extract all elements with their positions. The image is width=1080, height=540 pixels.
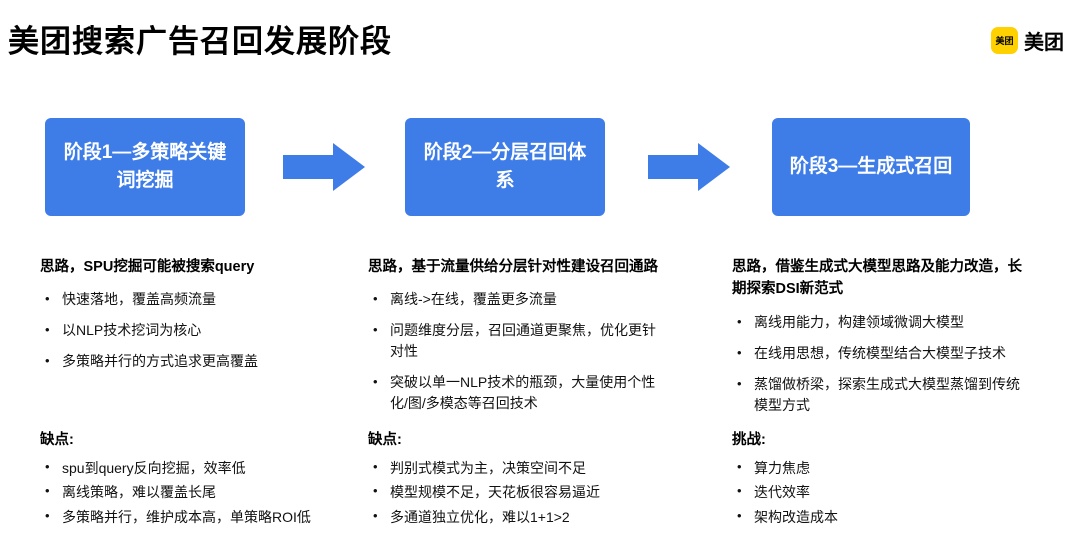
arrow-bar: [283, 155, 333, 179]
intro-text: 思路，借鉴生成式大模型思路及能力改造，长期探索DSI新范式: [732, 259, 1022, 298]
bullet-item: • 多策略并行，维护成本高，单策略ROI低: [40, 507, 316, 527]
arrow-head: [333, 143, 365, 191]
meituan-brand-text: 美团: [1024, 32, 1064, 54]
bullet-item: • 离线用能力，构建领域微调大模型: [732, 312, 1032, 333]
arrow-bar: [648, 155, 698, 179]
bullet-item: • 蒸馏做桥梁，探索生成式大模型蒸馏到传统模型方式: [732, 374, 1032, 416]
stage-2-box: 阶段2—分层召回体系: [405, 118, 605, 216]
bullet-text: 以NLP技术挖词为核心: [62, 322, 202, 339]
bullet-dot-icon: •: [373, 291, 378, 307]
drawbacks-section: 缺点: • spu到query反向挖掘，效率低 • 离线策略，难以覆盖长尾 • …: [40, 428, 316, 531]
bullet-text: 问题维度分层，召回通道更聚焦，优化更针对性: [390, 322, 656, 360]
bullet-item: • 离线->在线，覆盖更多流量: [368, 289, 668, 310]
bullet-dot-icon: •: [45, 322, 50, 338]
bullet-text: 离线->在线，覆盖更多流量: [390, 291, 557, 308]
bullet-text: 判别式模式为主，决策空间不足: [390, 460, 586, 476]
bullet-dot-icon: •: [737, 344, 742, 360]
bullet-item: • 离线策略，难以覆盖长尾: [40, 482, 316, 502]
right-arrow-icon: [648, 143, 730, 191]
bullet-text: 在线用思想，传统模型结合大模型子技术: [754, 344, 1006, 361]
intro-text: 思路，SPU挖掘可能被搜索query: [40, 259, 255, 275]
bullet-dot-icon: •: [737, 507, 742, 523]
bullet-text: 快速落地，覆盖高频流量: [62, 291, 216, 308]
stage-2-notes: 思路，基于流量供给分层针对性建设召回通路 • 离线->在线，覆盖更多流量 • 问…: [368, 256, 668, 540]
bullet-item: • spu到query反向挖掘，效率低: [40, 458, 316, 478]
bullet-item: • 在线用思想，传统模型结合大模型子技术: [732, 343, 1032, 364]
bullet-dot-icon: •: [45, 483, 50, 499]
bullet-text: 突破以单一NLP技术的瓶颈，大量使用个性化/图/多模态等召回技术: [390, 374, 656, 412]
stage-3-notes: 思路，借鉴生成式大模型思路及能力改造，长期探索DSI新范式 • 离线用能力，构建…: [732, 256, 1032, 540]
bullet-dot-icon: •: [373, 483, 378, 499]
bullet-text: 多通道独立优化，难以1+1>2: [390, 508, 570, 525]
bullet-dot-icon: •: [45, 459, 50, 474]
points-list: • 快速落地，覆盖高频流量 • 以NLP技术挖词为核心 • 多策略并行的方式追求…: [40, 289, 316, 372]
points-list: • 离线->在线，覆盖更多流量 • 问题维度分层，召回通道更聚焦，优化更针对性 …: [368, 289, 668, 414]
bullet-dot-icon: •: [737, 483, 742, 499]
stage-1-notes: 思路，SPU挖掘可能被搜索query • 快速落地，覆盖高频流量 • 以NLP技…: [40, 256, 316, 540]
stage-3-box: 阶段3—生成式召回: [772, 118, 970, 216]
bullet-dot-icon: •: [45, 353, 50, 369]
bullet-item: • 突破以单一NLP技术的瓶颈，大量使用个性化/图/多模态等召回技术: [368, 372, 668, 414]
bullet-dot-icon: •: [737, 313, 742, 329]
bullet-item: • 快速落地，覆盖高频流量: [40, 289, 316, 310]
bullet-item: • 多策略并行的方式追求更高覆盖: [40, 351, 316, 372]
section-title: 挑战:: [732, 432, 766, 448]
bullet-dot-icon: •: [373, 459, 378, 474]
bullet-text: 迭代效率: [754, 484, 810, 501]
bullet-text: 离线策略，难以覆盖长尾: [62, 484, 216, 501]
bullet-dot-icon: •: [45, 291, 50, 307]
bullet-dot-icon: •: [45, 507, 50, 523]
bullet-text: 蒸馏做桥梁，探索生成式大模型蒸馏到传统模型方式: [754, 375, 1020, 413]
meituan-logo-icon: 美团: [991, 27, 1018, 54]
drawbacks-section: 缺点: • 判别式模式为主，决策空间不足 • 模型规模不足，天花板很容易逼近 •…: [368, 428, 668, 531]
meituan-logo: 美团 美团: [991, 26, 1064, 55]
bullet-text: spu到query反向挖掘，效率低: [62, 460, 246, 476]
bullet-item: • 判别式模式为主，决策空间不足: [368, 458, 668, 478]
bullet-item: • 迭代效率: [732, 482, 1032, 502]
bullet-dot-icon: •: [373, 374, 378, 390]
right-arrow-icon: [283, 143, 365, 191]
section-title: 缺点:: [40, 432, 74, 448]
bullet-dot-icon: •: [373, 322, 378, 338]
bullet-item: • 以NLP技术挖词为核心: [40, 320, 316, 341]
bullet-text: 离线用能力，构建领域微调大模型: [754, 313, 964, 330]
page-title: 美团搜索广告召回发展阶段: [8, 24, 392, 59]
section-title: 缺点:: [368, 432, 402, 448]
points-list: • 离线用能力，构建领域微调大模型 • 在线用思想，传统模型结合大模型子技术 •…: [732, 312, 1032, 416]
bullet-item: • 模型规模不足，天花板很容易逼近: [368, 482, 668, 502]
bullet-dot-icon: •: [737, 459, 742, 474]
bullet-item: • 架构改造成本: [732, 507, 1032, 527]
bullet-text: 模型规模不足，天花板很容易逼近: [390, 484, 600, 501]
bullet-dot-icon: •: [373, 507, 378, 523]
stage-1-box: 阶段1—多策略关键词挖掘: [45, 118, 245, 216]
bullet-text: 多策略并行，维护成本高，单策略ROI低: [62, 508, 311, 525]
bullet-item: • 问题维度分层，召回通道更聚焦，优化更针对性: [368, 320, 668, 362]
intro-text: 思路，基于流量供给分层针对性建设召回通路: [368, 259, 658, 275]
challenges-section: 挑战: • 算力焦虑 • 迭代效率 • 架构改造成本: [732, 428, 1032, 531]
bullet-text: 多策略并行的方式追求更高覆盖: [62, 353, 258, 370]
bullet-dot-icon: •: [737, 375, 742, 391]
bullet-item: • 算力焦虑: [732, 458, 1032, 478]
arrow-head: [698, 143, 730, 191]
bullet-text: 算力焦虑: [754, 460, 810, 476]
bullet-text: 架构改造成本: [754, 508, 838, 525]
bullet-item: • 多通道独立优化，难以1+1>2: [368, 507, 668, 527]
